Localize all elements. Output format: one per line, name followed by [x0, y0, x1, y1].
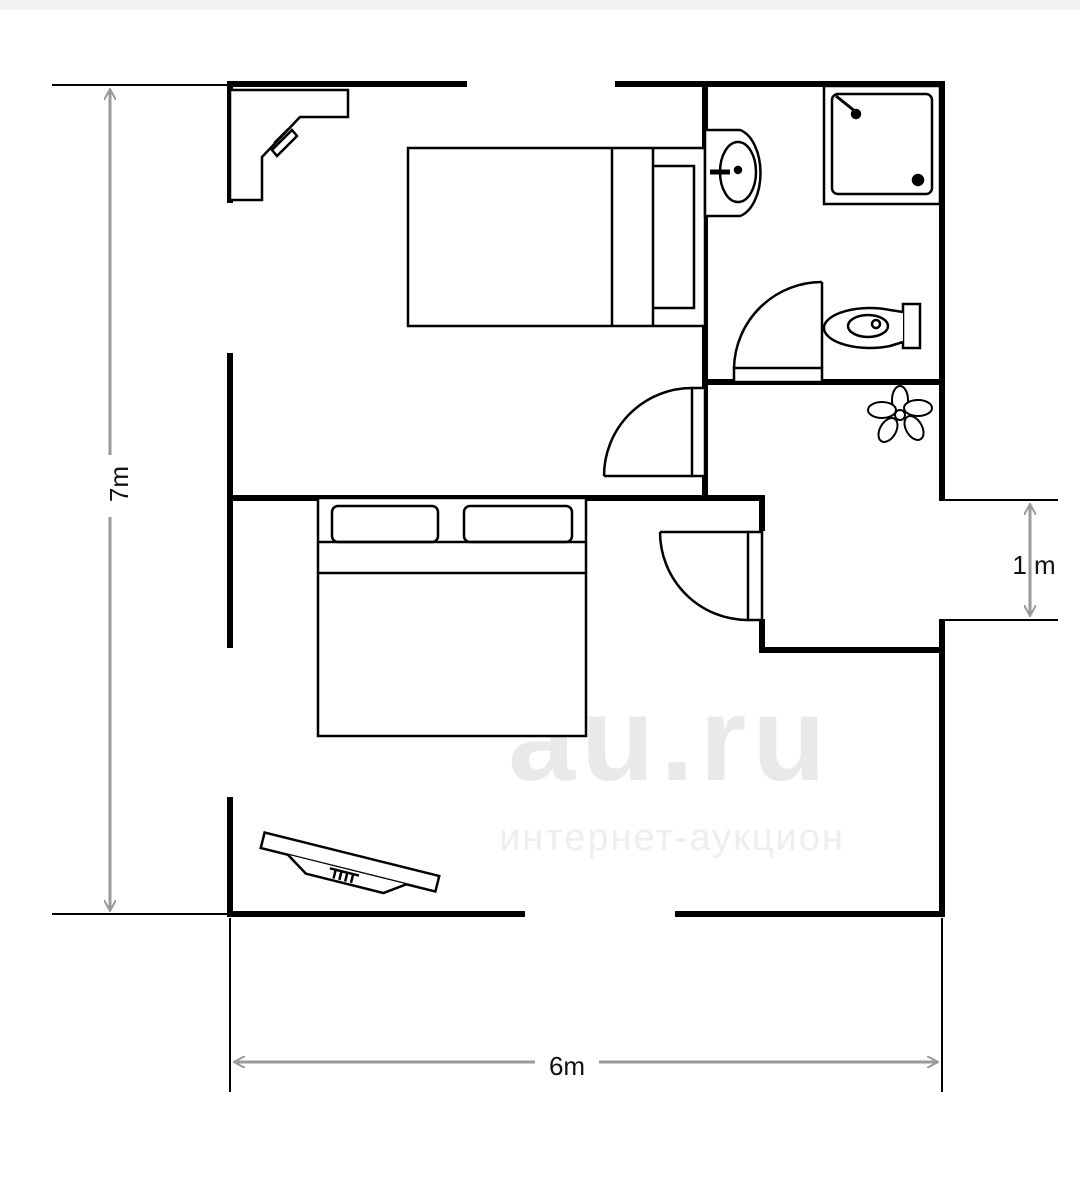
top-bar — [0, 0, 1080, 10]
tv-stand — [259, 830, 441, 895]
watermark-caption: интернет-аукцион — [499, 817, 845, 859]
width-label: 6m — [549, 1051, 585, 1081]
height-label: 7m — [104, 466, 134, 502]
entrance-label: 1 m — [1012, 550, 1055, 580]
double-bed — [316, 496, 588, 738]
corner-desk — [228, 88, 350, 202]
extension-lines — [52, 84, 1058, 1092]
single-bed — [406, 146, 707, 328]
watermark: au.ru интернет-аукцион — [499, 672, 845, 859]
sink-icon — [703, 128, 762, 218]
shower-icon — [822, 84, 942, 206]
toilet-icon — [822, 302, 922, 350]
bedroom-door — [602, 386, 707, 478]
bathroom-door — [732, 280, 824, 384]
plant-icon — [867, 385, 933, 443]
living-door — [658, 530, 764, 622]
